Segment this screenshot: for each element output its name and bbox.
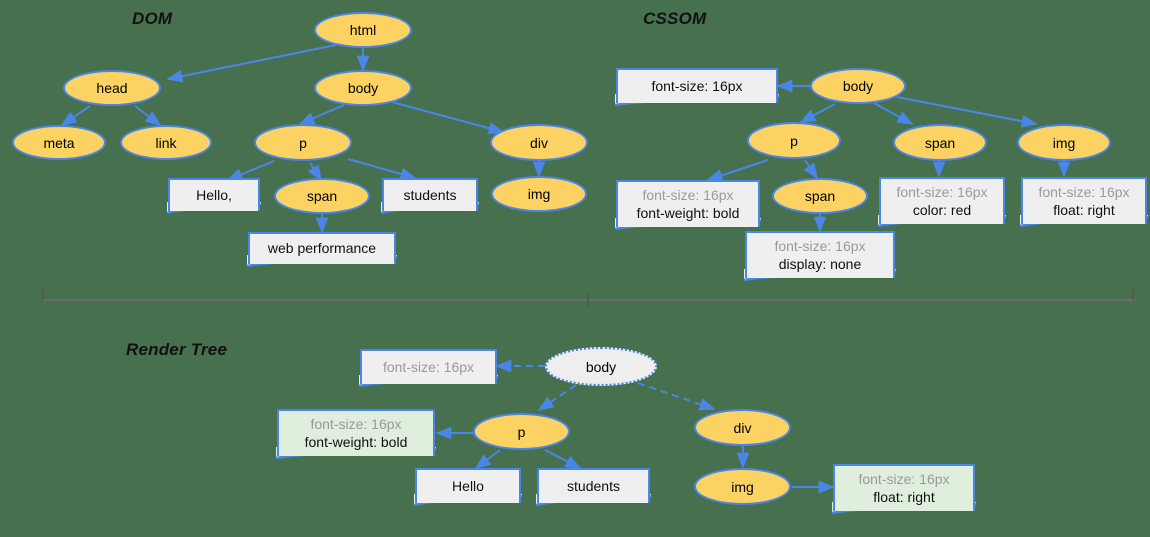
rt-node-body[interactable]: body [545, 347, 657, 386]
cssom-rule-p[interactable]: font-size: 16px font-weight: bold [616, 180, 760, 227]
dom-text-webperf-label: web performance [267, 240, 377, 257]
cssom-rule-span-2-line-2: display: none [778, 255, 862, 272]
cssom-rule-span-1-line-2: color: red [912, 201, 972, 218]
dom-node-div-label: div [530, 134, 548, 151]
edge-body-div [391, 101, 505, 135]
edge-rt-body-div [637, 382, 716, 411]
rt-node-img[interactable]: img [694, 468, 791, 505]
cssom-rule-body-line-1: font-size: 16px [651, 77, 743, 94]
render-tree-title: Render Tree [126, 340, 228, 359]
edge-rt-p-hello [474, 449, 501, 469]
decoration-layer [42, 286, 1135, 307]
dom-node-body-label: body [347, 80, 379, 96]
cssom-title: CSSOM [643, 9, 707, 28]
cssom-node-img-label: img [1052, 134, 1076, 151]
cssom-node-p[interactable]: p [747, 122, 841, 159]
rt-text-students[interactable]: students [537, 468, 650, 503]
rt-node-div[interactable]: div [694, 409, 791, 446]
cssom-node-span-1[interactable]: span [893, 124, 987, 161]
dom-node-html[interactable]: html [314, 12, 412, 48]
cssom-node-body[interactable]: body [810, 68, 906, 104]
dom-text-hello[interactable]: Hello, [168, 178, 260, 211]
rt-rule-p-line-1: font-size: 16px [310, 416, 402, 433]
rt-rule-img-line-1: font-size: 16px [858, 471, 950, 488]
edge-cssom-p-rule [706, 159, 769, 182]
cssom-rule-img-line-1: font-size: 16px [1038, 184, 1130, 201]
rt-text-hello[interactable]: Hello [415, 468, 521, 503]
dom-node-meta[interactable]: meta [12, 125, 106, 160]
edge-cssom-p-span2 [803, 159, 818, 180]
dom-node-span-label: span [306, 188, 338, 204]
dom-node-span[interactable]: span [274, 178, 370, 214]
dom-node-link[interactable]: link [120, 125, 212, 160]
edge-head-meta [60, 105, 91, 126]
dom-node-body[interactable]: body [314, 70, 412, 106]
dom-text-students-label: students [403, 186, 457, 203]
dom-title: DOM [132, 9, 173, 28]
cssom-rule-img-line-2: float: right [1053, 201, 1115, 218]
cssom-node-body-label: body [842, 78, 874, 94]
edge-body-p [298, 104, 345, 125]
rt-node-div-label: div [733, 419, 752, 436]
cssom-node-img[interactable]: img [1017, 124, 1111, 161]
cssom-node-span-1-label: span [924, 134, 956, 151]
rt-text-hello-label: Hello [452, 477, 484, 494]
cssom-rule-span-2[interactable]: font-size: 16px display: none [745, 231, 895, 278]
dom-text-hello-label: Hello, [196, 186, 232, 203]
rt-rule-body[interactable]: font-size: 16px [360, 349, 497, 384]
edge-rt-body-p [537, 384, 577, 411]
dom-node-link-label: link [155, 134, 177, 151]
cssom-rule-img[interactable]: font-size: 16px float: right [1021, 177, 1147, 224]
edge-p-students [347, 158, 417, 181]
dom-node-meta-label: meta [43, 134, 75, 151]
rt-rule-img-line-2: float: right [873, 488, 935, 505]
rt-rule-p[interactable]: font-size: 16px font-weight: bold [277, 409, 435, 456]
dom-node-head[interactable]: head [63, 70, 161, 106]
edge-html-head [166, 44, 337, 83]
cssom-rule-span-1-line-1: font-size: 16px [896, 184, 988, 201]
dom-node-div[interactable]: div [490, 124, 588, 161]
rt-rule-body-line-1: font-size: 16px [382, 358, 475, 375]
dom-node-img-label: img [527, 186, 551, 202]
edge-head-link [134, 105, 162, 126]
cssom-rule-span-1[interactable]: font-size: 16px color: red [879, 177, 1005, 224]
rt-text-students-label: students [567, 477, 620, 494]
dom-node-img[interactable]: img [491, 176, 587, 212]
dom-node-p-label: p [299, 134, 307, 151]
cssom-node-p-label: p [790, 132, 798, 149]
dom-text-students[interactable]: students [382, 178, 478, 211]
rt-node-p-label: p [517, 423, 526, 440]
cssom-node-span-2-label: span [804, 188, 836, 204]
rt-rule-p-line-2: font-weight: bold [304, 433, 408, 450]
cssom-rule-p-line-2: font-weight: bold [636, 204, 740, 221]
rt-rule-img[interactable]: font-size: 16px float: right [833, 464, 975, 511]
dom-text-webperf[interactable]: web performance [248, 232, 396, 264]
cssom-rule-span-2-line-1: font-size: 16px [774, 238, 866, 255]
cssom-rule-p-line-1: font-size: 16px [642, 187, 734, 204]
dom-node-html-label: html [349, 22, 377, 38]
cssom-node-span-2[interactable]: span [772, 178, 868, 214]
cssom-rule-body[interactable]: font-size: 16px [616, 68, 778, 103]
dom-node-p[interactable]: p [254, 124, 352, 161]
rt-node-img-label: img [731, 478, 754, 495]
dom-node-head-label: head [96, 80, 128, 96]
edge-cssom-body-span [873, 102, 914, 125]
edge-cssom-body-p [799, 103, 836, 123]
edge-p-hello [226, 160, 275, 181]
rt-node-body-label: body [585, 358, 617, 375]
edge-rt-p-students [544, 449, 582, 469]
rt-node-p[interactable]: p [473, 413, 570, 450]
edge-cssom-body-img [896, 96, 1038, 128]
